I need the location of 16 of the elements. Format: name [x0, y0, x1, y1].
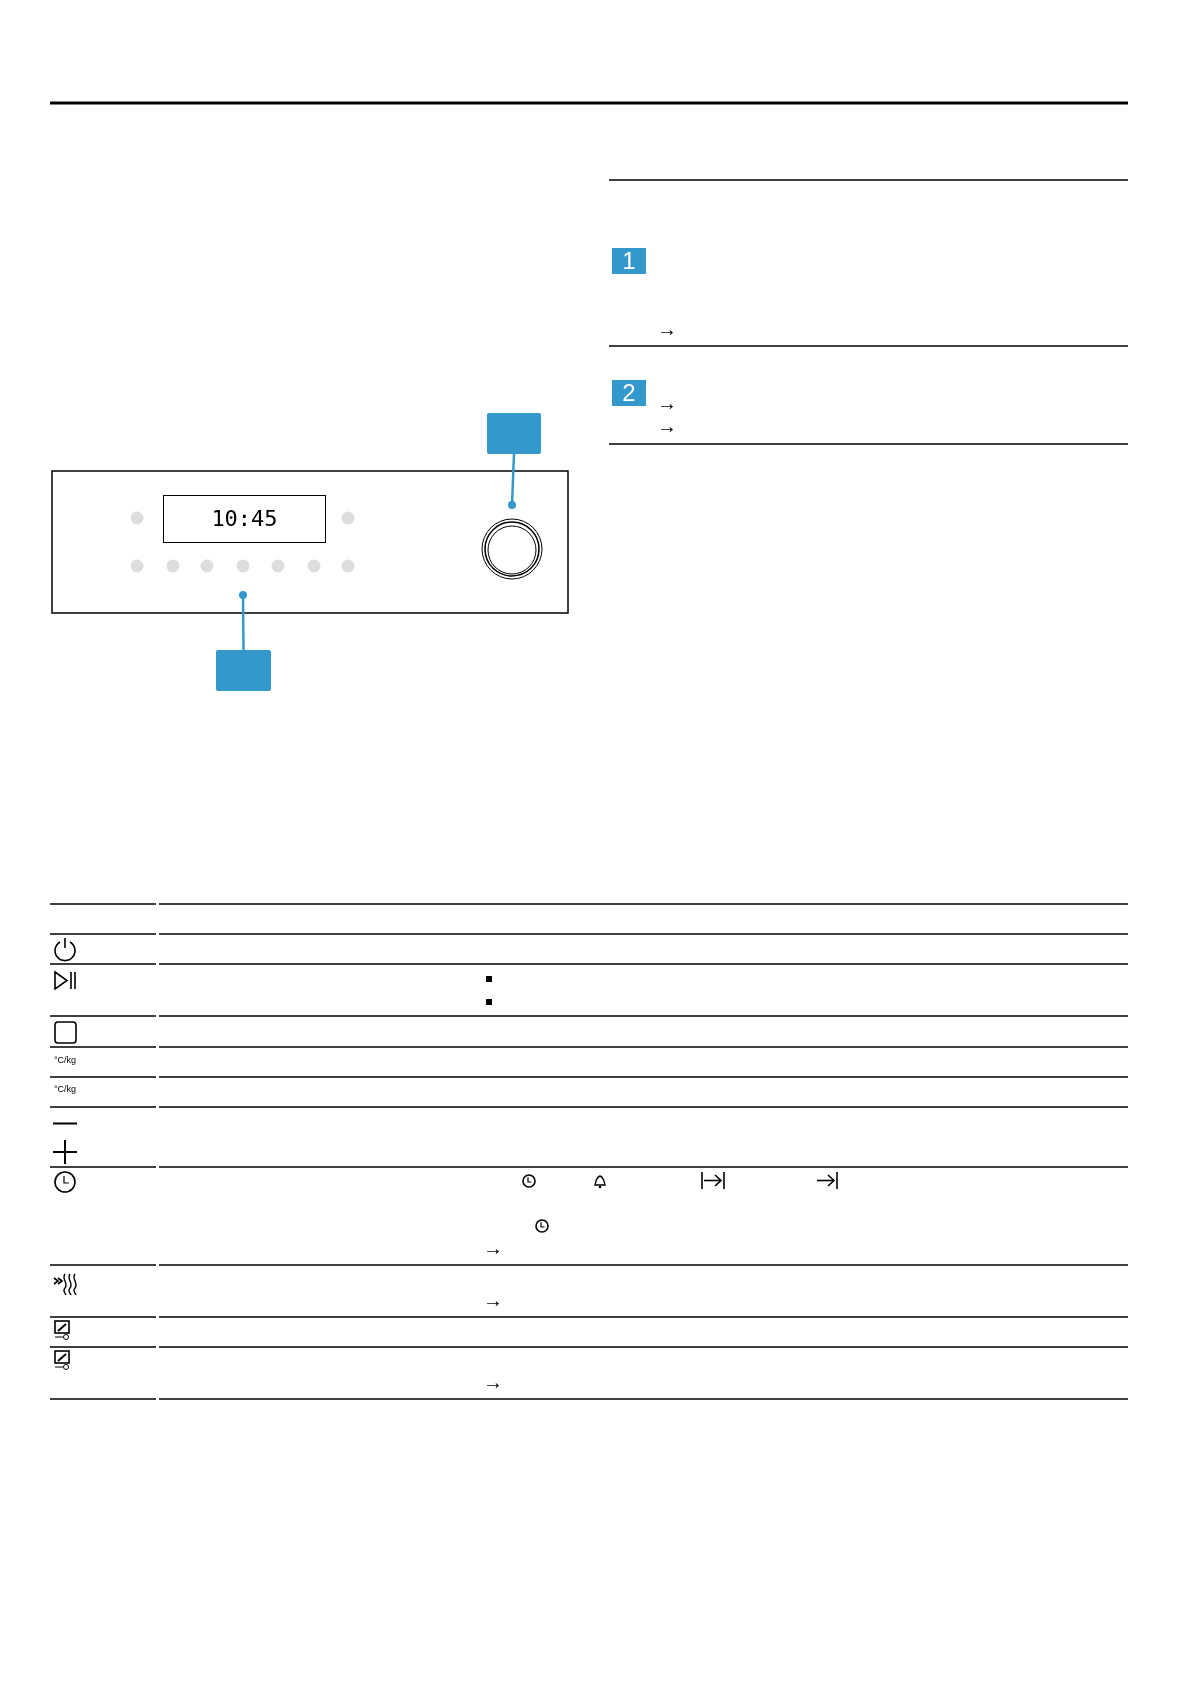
- unit-label: °C/kg: [54, 1056, 77, 1065]
- leader-line: [239, 591, 247, 650]
- step-number: 1: [612, 248, 646, 274]
- leader-line: [508, 453, 516, 509]
- clock-display: 10:45: [163, 495, 326, 543]
- callout-box: [216, 650, 271, 691]
- rotary-knob: [481, 518, 543, 580]
- result-symbol: →: [483, 1238, 503, 1258]
- result-symbol: →: [483, 1372, 503, 1392]
- result-symbol: →: [657, 319, 677, 339]
- unit-label: °C/kg: [54, 1085, 77, 1094]
- callout-box: [487, 413, 541, 454]
- result-symbol: →: [657, 416, 677, 436]
- result-symbol: →: [483, 1290, 503, 1310]
- step-number: 2: [612, 380, 646, 406]
- result-symbol: →: [657, 393, 677, 413]
